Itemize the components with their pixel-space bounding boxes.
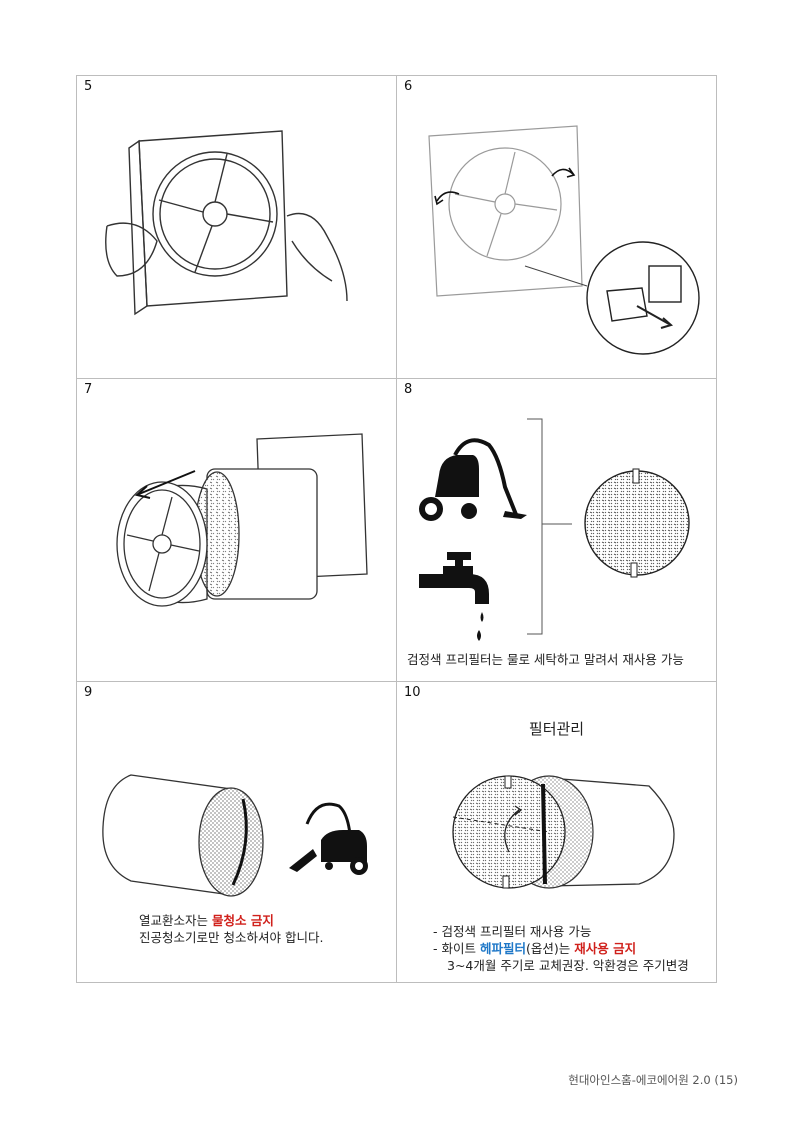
heat-exchanger-icon (102, 774, 264, 897)
bracket-connector (527, 418, 572, 635)
unit-extraction-illustration (116, 433, 368, 607)
vacuum-cleaner-icon (419, 438, 527, 521)
reuse-prohibited-label: 재사용 금지 (574, 941, 637, 956)
water-cleaning-prohibited: 물청소 금지 (211, 913, 274, 928)
filter-assembly-illustration (452, 775, 675, 889)
step-number: 10 (404, 685, 421, 700)
step-number: 9 (84, 685, 93, 700)
filter-note-2-prefix: - 화이트 (433, 941, 480, 956)
water-faucet-icon (419, 552, 489, 641)
step-9-panel: 9 열교환소자는 물청소 금지 진공청소기로만 청소하셔야 합니다. (77, 682, 397, 982)
step-9-warning-line: 열교환소자는 물청소 금지 (139, 912, 274, 929)
step-6-panel: 6 (397, 76, 716, 379)
filter-note-1: - 검정색 프리필터 재사용 가능 (433, 924, 592, 939)
hepa-filter-label: 헤파필터 (479, 941, 526, 956)
filter-note-3: 3~4개월 주기로 교체권장. 악환경은 주기변경 (447, 958, 689, 973)
step-7-panel: 7 (77, 379, 397, 682)
filter-note-2-option: (옵션)는 (525, 941, 575, 956)
step-5-panel: 5 (77, 76, 397, 379)
vacuum-cleaner-icon (289, 802, 368, 875)
step-8-panel: 8 (397, 379, 716, 682)
step-9-text: 열교환소자는 (139, 913, 212, 928)
step-10-panel: 10 필터관리 - 검정색 프리필터 재사용 가능 (397, 682, 716, 982)
step-number: 5 (84, 79, 93, 94)
cover-release-illustration (428, 125, 700, 355)
step-8-caption: 검정색 프리필터는 물로 세탁하고 말려서 재사용 가능 (407, 652, 684, 667)
prefilter-disc-icon (584, 468, 690, 578)
filter-note-2: - 화이트 헤파필터(옵션)는 재사용 금지 (433, 940, 636, 957)
detail-zoom-circle (586, 241, 700, 355)
step-number: 6 (404, 79, 413, 94)
page-footer: 현대아인스홈-에코에어원 2.0 (15) (568, 1073, 738, 1087)
fan-removal-illustration (105, 130, 348, 316)
instruction-grid: 5 6 (76, 75, 717, 983)
step-number: 7 (84, 382, 93, 397)
step-number: 8 (404, 382, 413, 397)
filter-management-title: 필터관리 (528, 720, 585, 738)
step-9-instruction-line: 진공청소기로만 청소하셔야 합니다. (139, 930, 324, 945)
